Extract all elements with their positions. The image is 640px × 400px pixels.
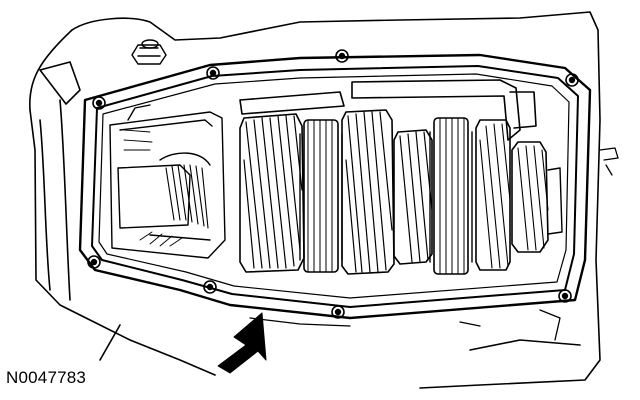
gear-5 [511, 141, 563, 253]
synchronizer-2 [429, 117, 473, 275]
gear-1 [239, 113, 305, 273]
gasket-flange [78, 53, 592, 320]
left-chamber [109, 104, 226, 259]
gear-3 [393, 129, 433, 265]
gear-2 [341, 109, 395, 275]
synchronizer-1 [299, 119, 343, 273]
right-case-detail [249, 147, 619, 341]
shift-rail [239, 79, 537, 141]
gear-4 [475, 119, 511, 271]
top-boss [131, 39, 167, 65]
pointer-arrow [217, 312, 267, 374]
left-gear-hatching [123, 129, 183, 247]
figure-id-label: N0047783 [6, 368, 87, 387]
left-gear-teeth [165, 164, 209, 229]
case-outline [29, 11, 601, 389]
bolts [87, 49, 579, 319]
